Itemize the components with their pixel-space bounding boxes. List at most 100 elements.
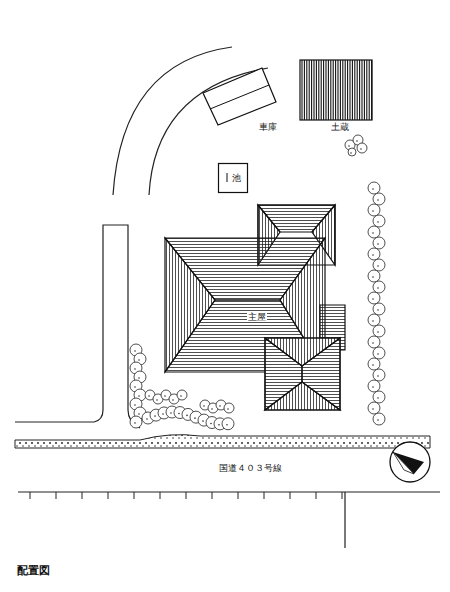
shrub-dot	[180, 395, 182, 397]
pond-outline	[219, 164, 248, 193]
shrub-dot	[162, 413, 164, 415]
shrub	[368, 182, 380, 194]
road-band	[15, 435, 430, 448]
shrub	[177, 390, 187, 400]
lane-edge	[15, 225, 140, 428]
shrub-dot	[377, 353, 379, 355]
shrub-dot	[348, 145, 350, 147]
hatch	[309, 60, 310, 120]
shrub-dot	[134, 386, 136, 388]
shrub	[373, 347, 385, 359]
node-label: 車庫	[258, 122, 278, 132]
tick	[212, 492, 213, 499]
hatch	[311, 60, 312, 120]
tick	[134, 492, 135, 499]
shrub	[373, 259, 385, 271]
shrub-dot	[372, 276, 374, 278]
shrub-dot	[356, 140, 358, 142]
hatch	[364, 60, 365, 120]
hatch	[333, 60, 334, 120]
shrub-dot	[372, 320, 374, 322]
fence-ticks	[30, 492, 342, 499]
shrub	[368, 292, 380, 304]
shrub-dot	[226, 424, 228, 426]
road-name: 国道４０３号線	[218, 462, 283, 475]
tick	[290, 492, 291, 499]
tick	[316, 492, 317, 499]
shrub-dot	[360, 148, 362, 150]
figure-caption: 配置図	[17, 563, 50, 578]
hatch	[304, 60, 305, 120]
node-label: 池	[231, 173, 242, 183]
hatch	[349, 60, 350, 120]
shrub-dot	[178, 413, 180, 415]
main-house-roof	[165, 205, 345, 410]
hatch	[301, 60, 302, 120]
shrub-dot	[134, 350, 136, 352]
shrub	[373, 391, 385, 403]
hatch	[340, 60, 341, 120]
shrub-dot	[194, 417, 196, 419]
garage-node: 車庫	[200, 62, 290, 137]
shrub-dot	[372, 342, 374, 344]
shrub-dot	[377, 375, 379, 377]
hatch	[347, 60, 348, 120]
shrub-dot	[211, 408, 213, 410]
tick	[30, 492, 31, 499]
tick	[264, 492, 265, 499]
shrub	[222, 418, 234, 430]
shrub-dot	[218, 424, 220, 426]
tick	[56, 492, 57, 499]
hatch	[357, 60, 358, 120]
shrub-dot	[377, 265, 379, 267]
shrub	[373, 325, 385, 337]
shrub-dot	[134, 422, 136, 424]
tick	[160, 492, 161, 499]
shrub-dot	[377, 199, 379, 201]
shrub-dot	[372, 232, 374, 234]
shrub-dot	[138, 359, 140, 361]
shrub-dot	[172, 399, 174, 401]
shrub-dot	[156, 399, 158, 401]
hatch	[325, 60, 326, 120]
hatch	[318, 60, 319, 120]
storehouse-node: 土蔵	[300, 58, 375, 138]
shrub-dot	[134, 404, 136, 406]
shrub-dot	[186, 415, 188, 417]
hatch	[361, 60, 362, 120]
shrub	[368, 380, 380, 392]
shrub-dot	[138, 413, 140, 415]
shrub-dot	[372, 298, 374, 300]
shrub	[368, 358, 380, 370]
hatch	[337, 60, 338, 120]
shrub-dot	[154, 415, 156, 417]
hatch	[316, 60, 317, 120]
shrub	[368, 248, 380, 260]
shrub-dot	[372, 254, 374, 256]
node-label: 土蔵	[330, 122, 350, 132]
tick	[238, 492, 239, 499]
hatch	[371, 60, 372, 120]
shrub	[224, 403, 234, 413]
shrub	[368, 336, 380, 348]
shrub	[368, 270, 380, 282]
pond-node: 池	[218, 163, 248, 193]
storehouse-outline	[300, 60, 372, 120]
shrub-dot	[170, 412, 172, 414]
node-label: 主屋	[247, 312, 267, 322]
shrub-dot	[372, 210, 374, 212]
garage-outline	[203, 68, 276, 125]
tick	[108, 492, 109, 499]
shrub-dot	[138, 377, 140, 379]
shrub	[373, 303, 385, 315]
shrub-dot	[210, 423, 212, 425]
hatch	[328, 60, 329, 120]
shrub-dot	[372, 188, 374, 190]
shrub	[373, 215, 385, 227]
garage-ridge	[210, 85, 269, 109]
hatch	[352, 60, 353, 120]
shrub-dot	[227, 408, 229, 410]
shrub-dot	[202, 420, 204, 422]
shrub-dot	[377, 243, 379, 245]
shrub-dot	[377, 397, 379, 399]
